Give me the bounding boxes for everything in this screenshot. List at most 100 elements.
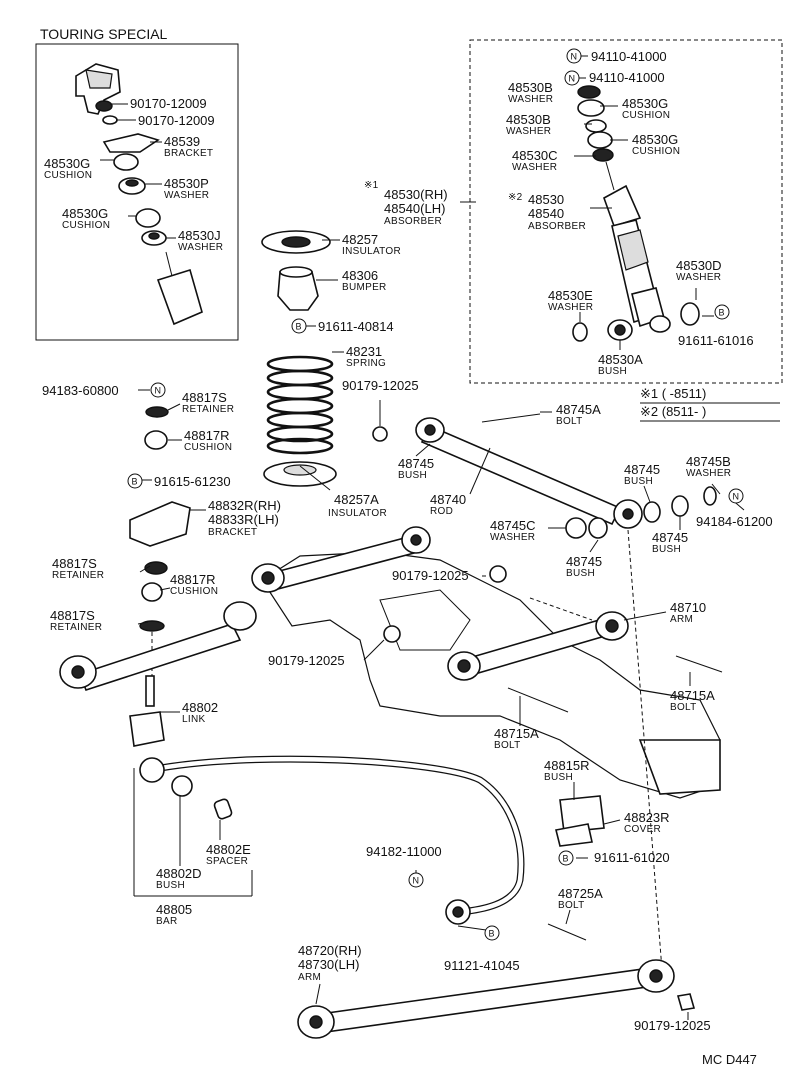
svg-text:48802E: 48802E [206, 842, 251, 857]
svg-text:BRACKET: BRACKET [208, 527, 257, 538]
spring-assembly [261, 230, 337, 487]
svg-text:48817S: 48817S [50, 608, 95, 623]
svg-text:BUMPER: BUMPER [342, 282, 387, 293]
svg-text:48530J: 48530J [178, 228, 221, 243]
svg-text:WASHER: WASHER [512, 162, 557, 173]
part-label: 91121-41045 [444, 958, 520, 973]
svg-text:48539: 48539 [164, 134, 200, 149]
note-1: ※1 ( -8511) [640, 386, 706, 401]
part-label: ※1 48530(RH) 48540(LH) ABSORBER [364, 180, 448, 227]
svg-text:SPRING: SPRING [346, 358, 386, 369]
svg-text:LINK: LINK [182, 714, 205, 725]
svg-text:48710: 48710 [670, 600, 706, 615]
svg-text:48802D: 48802D [156, 866, 202, 881]
svg-text:48530(RH): 48530(RH) [384, 187, 448, 202]
svg-text:BUSH: BUSH [398, 470, 427, 481]
svg-text:B: B [719, 308, 725, 318]
svg-text:BOLT: BOLT [556, 416, 583, 427]
part-label: 94110-41000 [591, 49, 667, 64]
svg-text:INSULATOR: INSULATOR [328, 508, 387, 519]
svg-text:48725A: 48725A [558, 886, 603, 901]
part-label: 90179-12025 [634, 1018, 711, 1033]
part-label: 91611-40814 [318, 319, 394, 334]
svg-text:CUSHION: CUSHION [62, 220, 110, 231]
absorber-assembly [572, 85, 700, 342]
svg-text:48530B: 48530B [508, 80, 553, 95]
svg-text:CUSHION: CUSHION [632, 146, 680, 157]
svg-text:N: N [733, 492, 740, 502]
svg-text:BOLT: BOLT [670, 702, 697, 713]
svg-text:94182-11000: 94182-11000 [366, 844, 442, 859]
svg-text:WASHER: WASHER [686, 468, 731, 479]
svg-text:WASHER: WASHER [178, 242, 223, 253]
svg-text:ARM: ARM [670, 614, 693, 625]
svg-text:48715A: 48715A [494, 726, 539, 741]
svg-text:48257: 48257 [342, 232, 378, 247]
diagram-code: MC D447 [702, 1052, 757, 1067]
nut-marker-icon: N [564, 70, 580, 86]
svg-text:48745: 48745 [398, 456, 434, 471]
part-label: 90179-12025 [392, 568, 469, 583]
svg-text:WASHER: WASHER [506, 126, 551, 137]
upper-arms [59, 526, 723, 713]
axle-housing [261, 551, 721, 799]
part-label: 94110-41000 [589, 70, 665, 85]
svg-text:B: B [489, 929, 495, 939]
svg-text:CUSHION: CUSHION [184, 442, 232, 453]
svg-text:48231: 48231 [346, 344, 382, 359]
svg-text:BAR: BAR [156, 916, 177, 927]
svg-text:48530D: 48530D [676, 258, 722, 273]
svg-text:48530B: 48530B [506, 112, 551, 127]
svg-text:48745: 48745 [652, 530, 688, 545]
svg-text:BUSH: BUSH [624, 476, 653, 487]
svg-text:BUSH: BUSH [598, 366, 627, 377]
svg-text:48530C: 48530C [512, 148, 558, 163]
svg-text:48257A: 48257A [334, 492, 379, 507]
nut-marker-icon: N [408, 872, 424, 888]
svg-text:RETAINER: RETAINER [52, 570, 104, 581]
svg-text:94183-60800: 94183-60800 [42, 383, 119, 398]
touring-special-parts [75, 63, 203, 326]
bolt-marker-icon: B [484, 925, 500, 941]
bolt-marker-icon: B [291, 318, 307, 334]
svg-text:48745A: 48745A [556, 402, 601, 417]
svg-text:48730(LH): 48730(LH) [298, 957, 359, 972]
svg-text:CUSHION: CUSHION [622, 110, 670, 121]
svg-text:48530G: 48530G [62, 206, 108, 221]
part-label: 90170-12009 [138, 113, 215, 128]
svg-text:91611-61020: 91611-61020 [594, 850, 670, 865]
svg-text:WASHER: WASHER [490, 532, 535, 543]
svg-text:48745: 48745 [624, 462, 660, 477]
svg-text:48823R: 48823R [624, 810, 670, 825]
nut-marker-icon: N [728, 488, 744, 504]
svg-text:48740: 48740 [430, 492, 466, 507]
note-2: ※2 (8511- ) [640, 404, 706, 419]
svg-text:48530P: 48530P [164, 176, 209, 191]
svg-text:48802: 48802 [182, 700, 218, 715]
svg-text:WASHER: WASHER [164, 190, 209, 201]
svg-text:90170-12009: 90170-12009 [138, 113, 215, 128]
svg-text:91615-61230: 91615-61230 [154, 474, 231, 489]
svg-text:WASHER: WASHER [548, 302, 593, 313]
svg-text:※1: ※1 [364, 180, 379, 191]
svg-text:94110-41000: 94110-41000 [589, 70, 665, 85]
